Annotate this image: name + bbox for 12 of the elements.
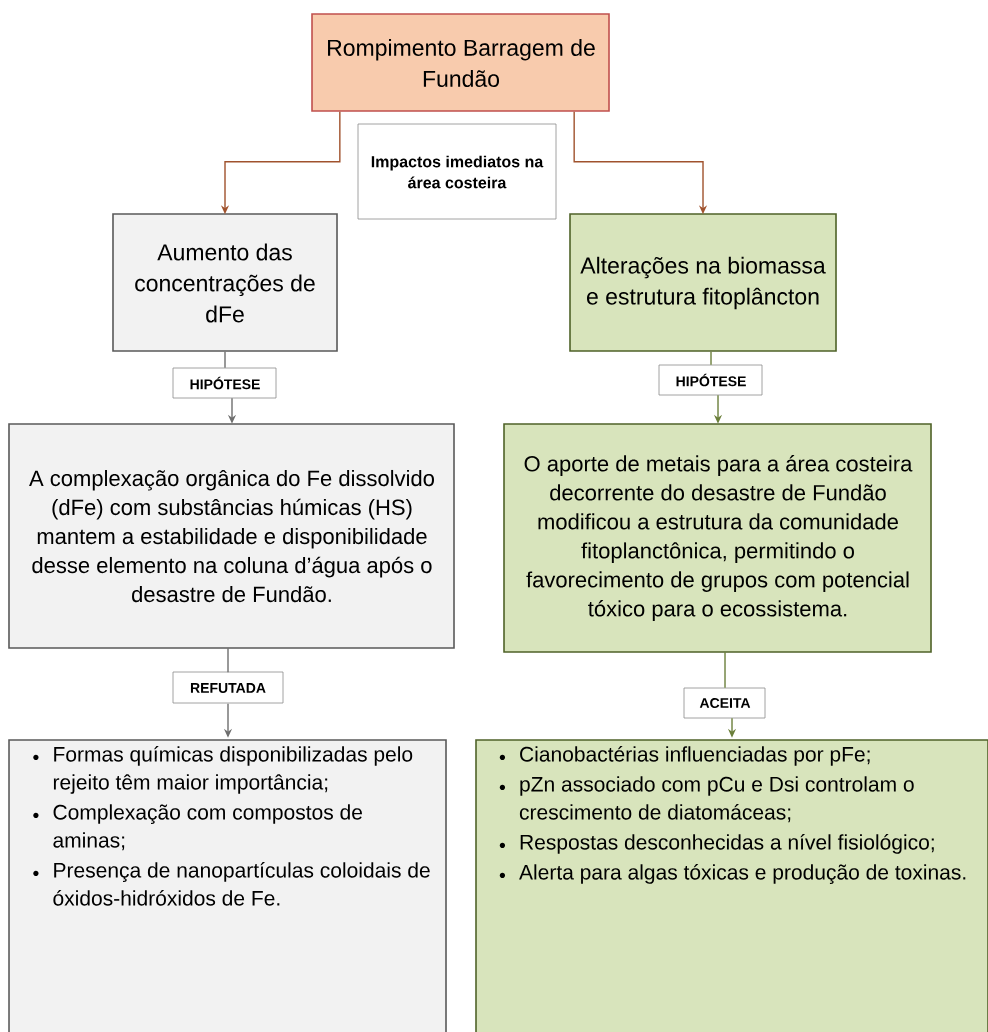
tag-box: REFUTADA xyxy=(172,671,284,704)
tag-box: HIPÓTESE xyxy=(658,364,763,396)
bullet-list-box: Formas químicas disponibilizadas pelo rejeito têm maior importância; Complexação com compostos de aminas; Presença de nanopartículas coloidais de óxidos-hidróxidos de Fe. xyxy=(8,739,447,1032)
process-box: Alterações na biomassa e estrutura fitoplâncton xyxy=(569,213,837,352)
hypothesis-box: A complexação orgânica do Fe dissolvido (dFe) com substâncias húmicas (HS) mantem a estabilidade e disponibilidade desse elemento na coluna d’água após o desastre de Fundão. xyxy=(8,423,455,649)
tag-box: ACEITA xyxy=(683,687,766,719)
hypothesis-box: O aporte de metais para a área costeira decorrente do desastre de Fundão modificou a estrutura da comunidade fitoplanctônica, permitindo o favorecimento de grupos com potencial tóxico para o ecossistema. xyxy=(503,423,932,653)
callout-box: Impactos imediatos na área costeira xyxy=(357,123,557,220)
tag-box: HIPÓTESE xyxy=(172,367,277,399)
bullet-list-box: Cianobactérias influenciadas por pFe; pZn associado com pCu e Dsi controlam o crescimento de diatomáceas; Respostas desconhecidas a nível fisiológico; Alerta para algas tóxicas e produção de toxinas. xyxy=(475,739,988,1032)
title-box: Rompimento Barragem de Fundão xyxy=(311,13,610,112)
process-box: Aumento das concentrações de dFe xyxy=(112,213,338,352)
